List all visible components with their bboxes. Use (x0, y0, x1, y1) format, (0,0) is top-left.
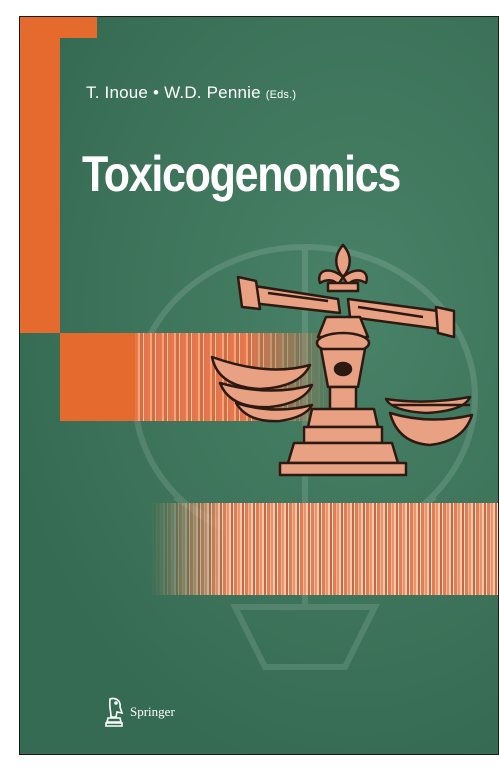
publisher-mark: Springer (102, 695, 175, 729)
book-title: Toxicogenomics (82, 146, 401, 202)
book-editors: T. Inoue • W.D. Pennie (Eds.) (86, 83, 296, 103)
publisher-name: Springer (130, 704, 175, 719)
springer-chess-knight-icon (105, 697, 124, 727)
editors-suffix: (Eds.) (265, 89, 297, 101)
balance-scale-icon (210, 243, 474, 477)
orange-corner-square (60, 17, 97, 38)
orange-block (60, 333, 135, 421)
gene-expression-stripes-lower (150, 503, 498, 595)
book-cover: T. Inoue • W.D. Pennie (Eds.) Toxicogeno… (19, 16, 499, 755)
editors-names: T. Inoue • W.D. Pennie (86, 83, 261, 102)
orange-vertical-bar (20, 17, 60, 333)
